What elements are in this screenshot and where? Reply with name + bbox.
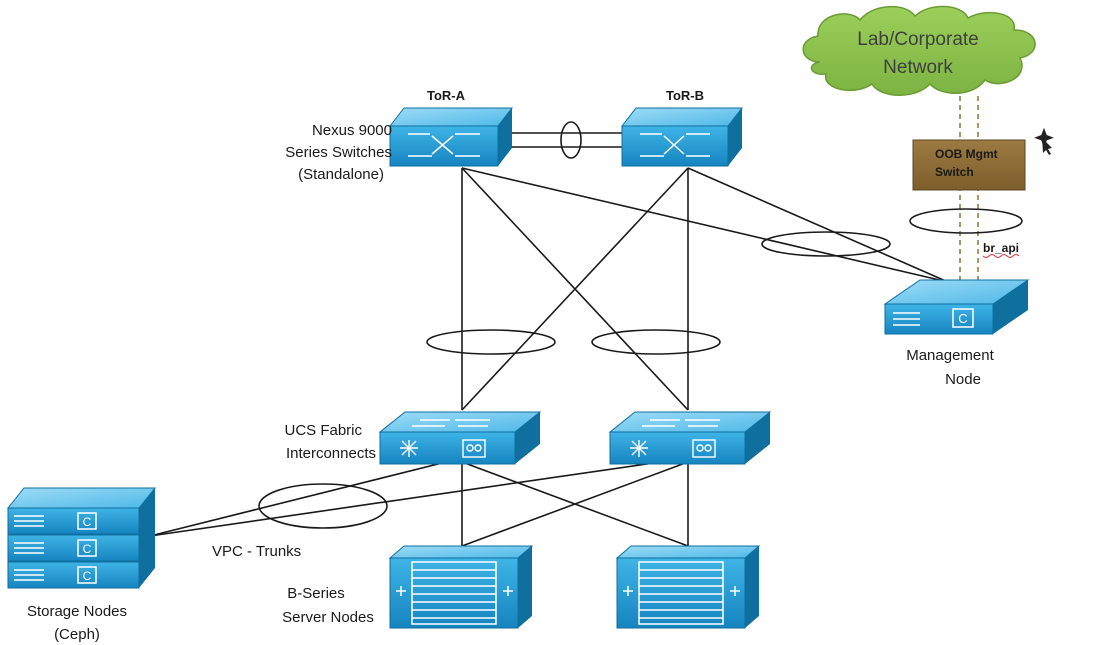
ucs-label-line1: UCS Fabric	[284, 422, 362, 439]
fabric-interconnect-icon	[378, 411, 542, 465]
storage-label-line1: Storage Nodes	[27, 603, 127, 620]
fabric-interconnect-icon	[608, 411, 772, 465]
switch-icon	[620, 107, 744, 167]
switch-icon	[388, 107, 514, 167]
server-chassis-icon	[388, 545, 534, 629]
svg-text:C: C	[83, 515, 92, 529]
nexus-label-line3: (Standalone)	[298, 166, 384, 183]
storage-label-line2: (Ceph)	[54, 626, 100, 643]
ucs-label-line2: Interconnects	[286, 445, 376, 462]
port-channel-ellipses	[258, 121, 1023, 529]
spellcheck-underline	[982, 254, 1020, 258]
tor-b-label: ToR-B	[666, 88, 704, 103]
nexus-label-line2: Series Switches	[285, 144, 392, 161]
topology-links	[149, 132, 949, 547]
bseries-label-line1: B-Series	[287, 585, 345, 602]
storage-node-icon: CCC	[6, 487, 157, 589]
nexus-label-line1: Nexus 9000	[312, 122, 392, 139]
mgmt-label-line2: Node	[945, 371, 981, 388]
oob-mgmt-switch	[912, 139, 1026, 191]
svg-text:C: C	[83, 569, 92, 583]
tor-a-label: ToR-A	[427, 88, 466, 103]
cloud-label-line1: Lab/Corporate	[857, 29, 978, 50]
br-api-label: br_api	[983, 241, 1019, 255]
oob-label-line1: OOB Mgmt	[935, 147, 998, 161]
svg-text:C: C	[83, 542, 92, 556]
mgmt-label-line1: Management	[906, 347, 994, 364]
management-node-icon: C	[883, 279, 1030, 335]
vpc-trunks-label: VPC - Trunks	[212, 543, 301, 560]
sparkle-cursor-icon	[1034, 127, 1054, 155]
cloud-label-line2: Network	[883, 57, 953, 78]
bseries-label-line2: Server Nodes	[282, 609, 374, 626]
server-chassis-icon	[615, 545, 761, 629]
oob-label-line2: Switch	[935, 165, 974, 179]
svg-text:C: C	[958, 311, 967, 326]
cloud-icon	[802, 5, 1036, 96]
